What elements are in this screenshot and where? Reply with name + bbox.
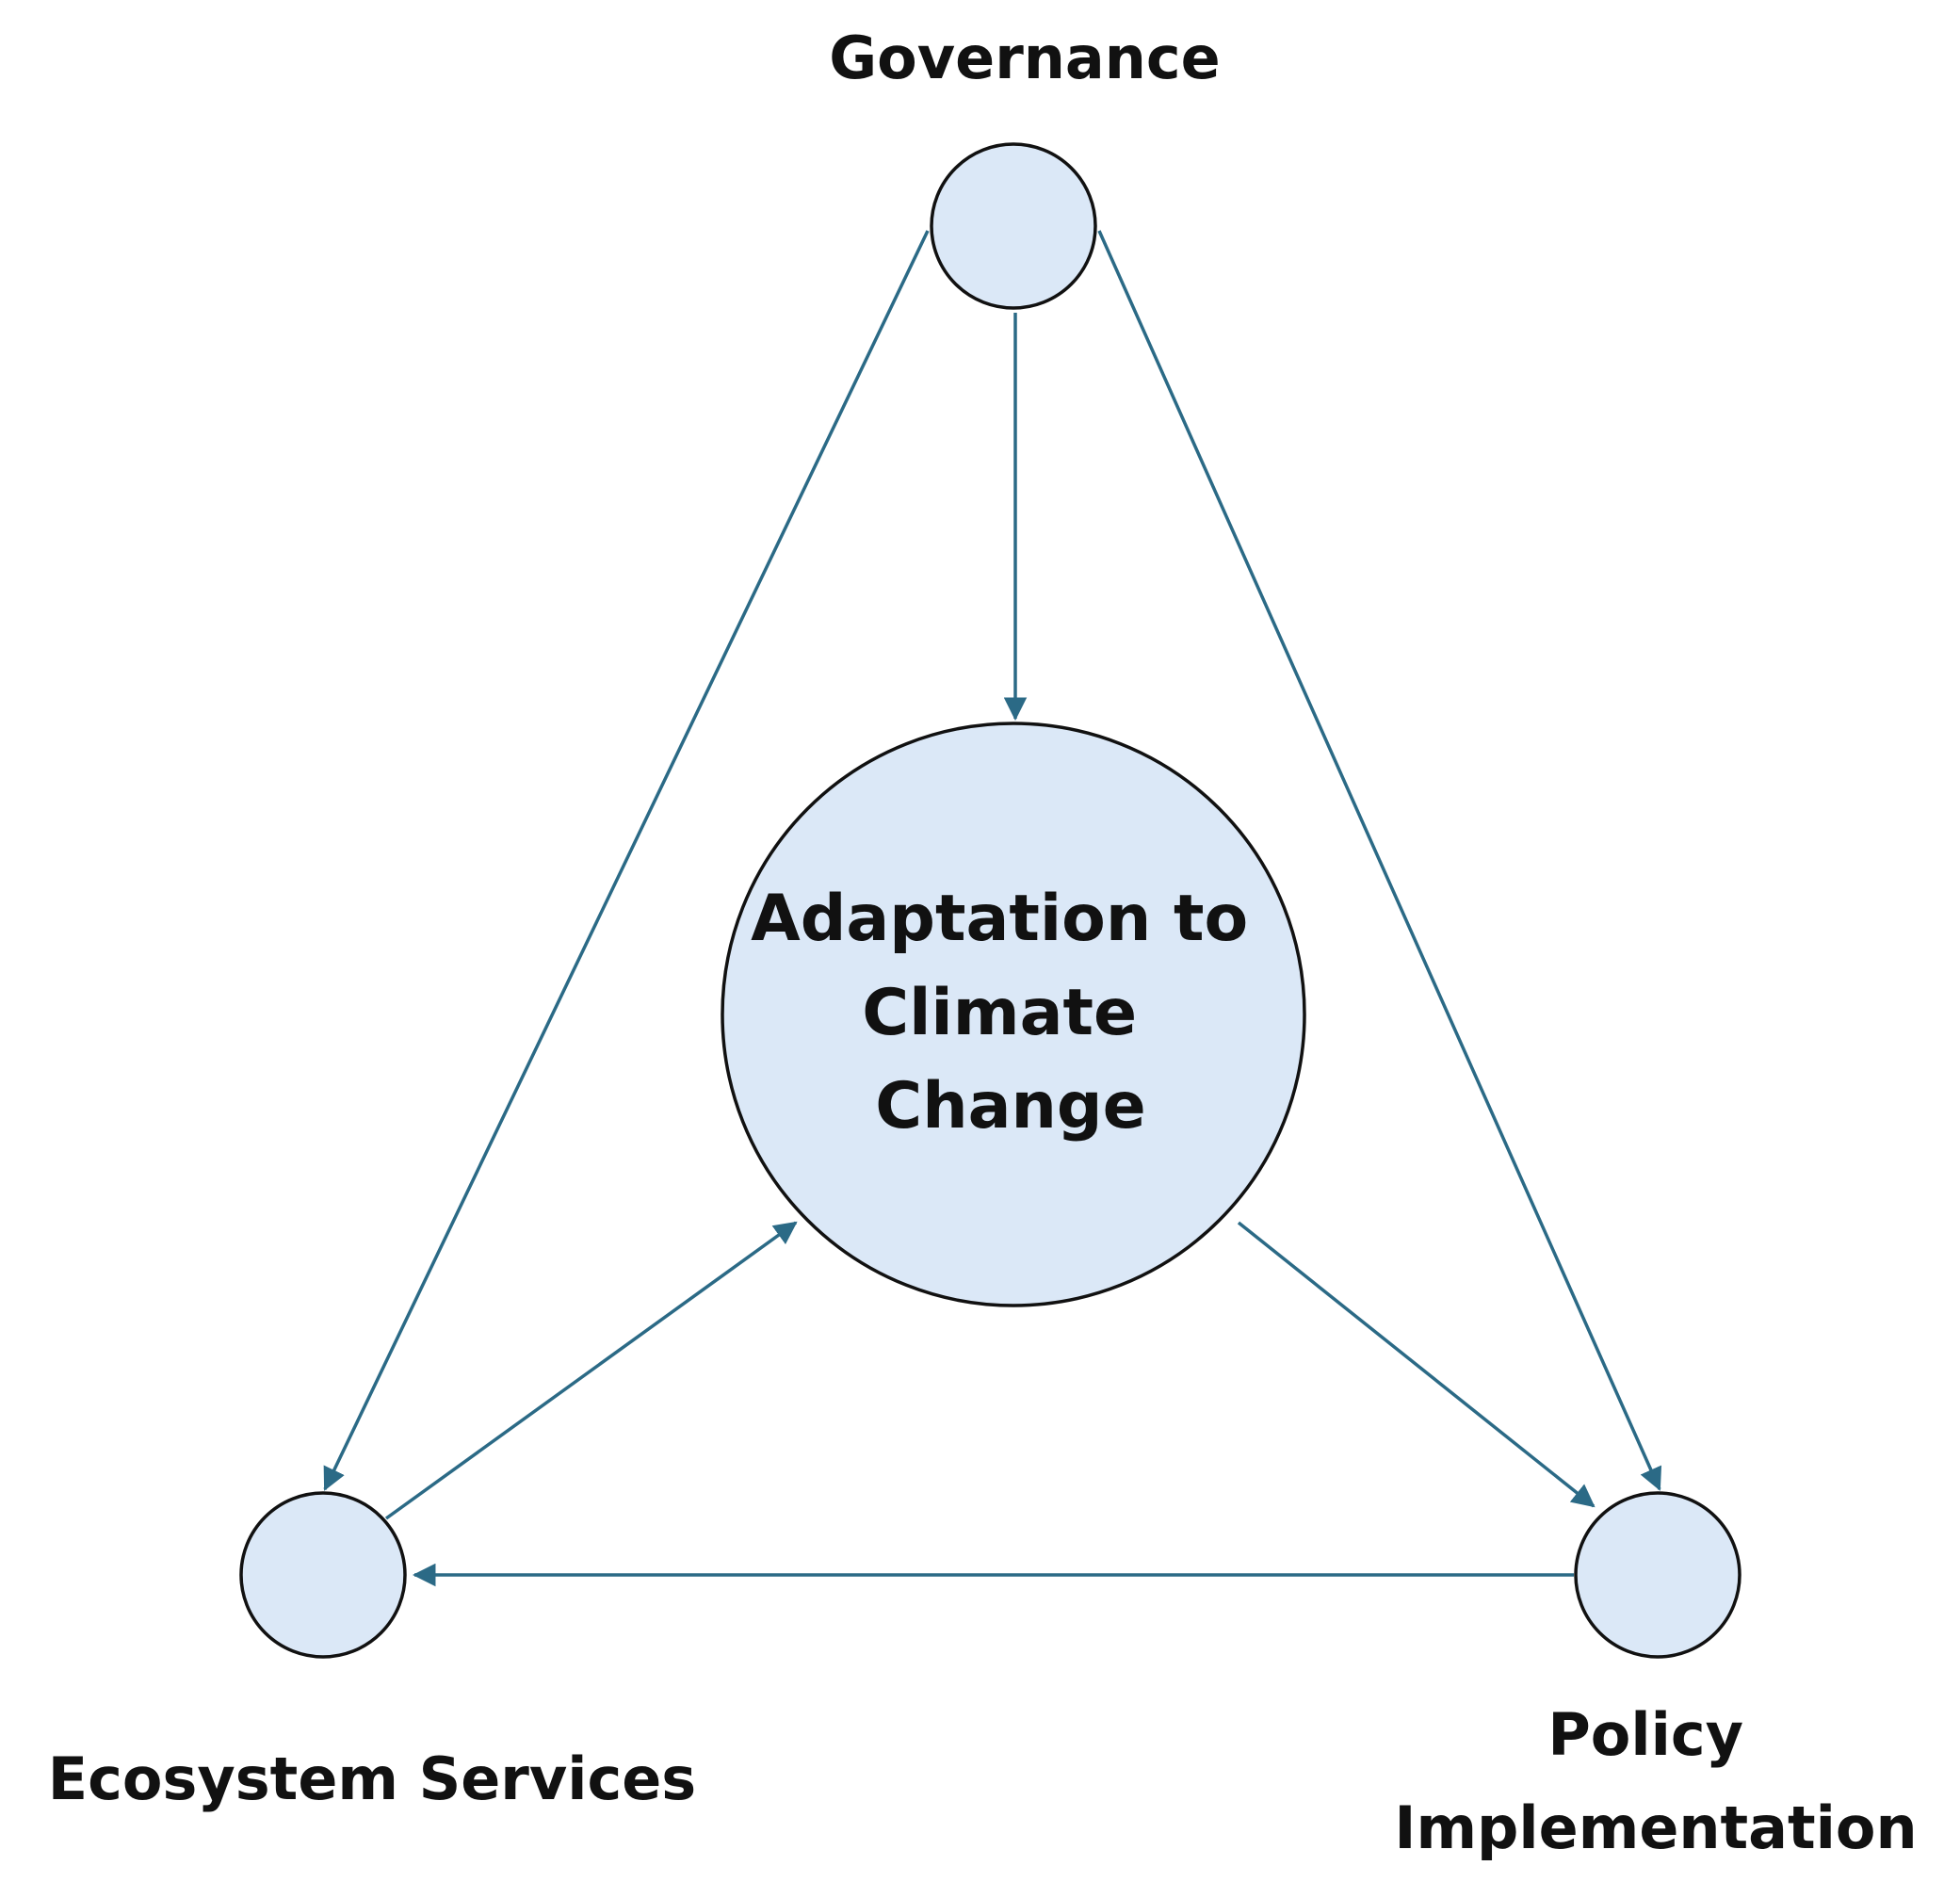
edge-adaptation-to-policy-implementation [1237, 1221, 1596, 1508]
policy-implementation-node [1574, 1491, 1741, 1659]
policy-implementation-label: Policy Implementation [1394, 1700, 1917, 1862]
adaptation-label-line-3: Change [875, 1069, 1145, 1144]
adaptation-label-line-1: Adaptation to [751, 882, 1248, 956]
adaptation-label-line-2: Climate [862, 976, 1137, 1050]
policy-label-line-1: Policy [1547, 1700, 1743, 1769]
governance-node [930, 142, 1097, 310]
edge-ecosystem-services-to-adaptation [384, 1221, 798, 1520]
edge-governance-to-policy-implementation [1097, 230, 1662, 1491]
ecosystem-services-node [239, 1491, 407, 1659]
governance-label: Governance [829, 24, 1220, 92]
adaptation-center-node [721, 722, 1306, 1307]
ecosystem-services-label: Ecosystem Services [48, 1744, 696, 1813]
policy-label-line-2: Implementation [1394, 1793, 1917, 1862]
adaptation-label: Adaptation to Climate Change [751, 882, 1271, 1144]
edges [323, 230, 1662, 1587]
edge-governance-to-ecosystem-services [323, 230, 930, 1491]
